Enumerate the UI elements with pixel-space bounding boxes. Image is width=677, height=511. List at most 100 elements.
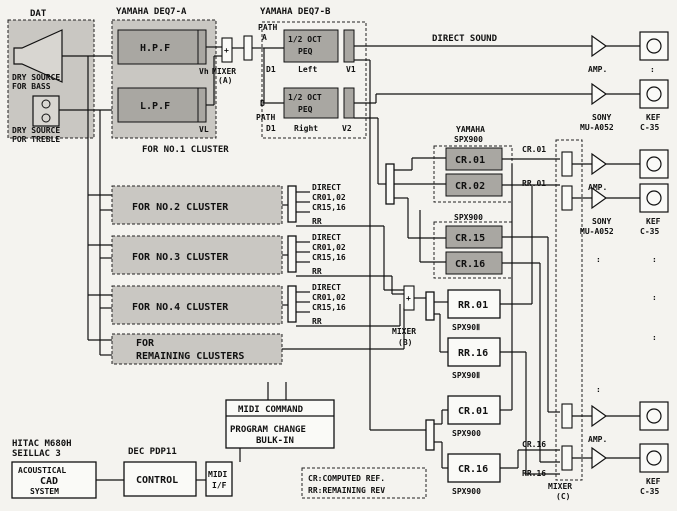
deq7-a-title: YAMAHA DEQ7-A (116, 7, 187, 17)
midi-command-box (225, 399, 335, 449)
remaining-label-1: FOR (136, 338, 155, 349)
peq-right-line1: 1/2 OCT (288, 93, 322, 102)
for-no1-cluster-label: FOR NO.1 CLUSTER (142, 145, 229, 155)
source-bus-lines (59, 55, 112, 356)
midi-if-label-1: MIDI (208, 470, 227, 479)
remaining-label-2: REMAINING CLUSTERS (136, 351, 244, 362)
sony-label-1: SONY (592, 113, 611, 122)
cad-label-3: SYSTEM (30, 487, 59, 496)
cr02-label: CR.02 (455, 181, 485, 192)
peq-right-line2: PEQ (298, 105, 313, 114)
kef-model-1: C-35 (640, 123, 659, 132)
mixer-c-block-1 (561, 151, 573, 177)
deq7-b-group: YAMAHA DEQ7-B PATH A 1/2 OCT PEQ D1 Left… (256, 7, 367, 139)
spx90ii-label-1: SPX90Ⅱ (452, 323, 480, 332)
mixer-c-block-3 (561, 403, 573, 429)
ch-rr01: RR.01 (522, 179, 546, 188)
cluster-output-taps: DIRECT CR01,02 CR15,16 RR DIRECT CR01,02… (282, 183, 404, 350)
spx90ii-group: RR.01 SPX90Ⅱ RR.16 SPX90Ⅱ (447, 186, 560, 475)
cr16-lower-box (447, 453, 501, 483)
spx900-top-group: YAMAHA SPX900 CR.01 CR.02 SPX900 CR.15 C… (433, 125, 513, 279)
mixer-a-block (221, 37, 233, 63)
remaining-clusters-box (111, 333, 283, 365)
mixer-c-block-4 (561, 445, 573, 471)
mixer-b-group: + MIXER (B) (383, 226, 448, 353)
acoustical-cad-box (11, 461, 97, 499)
amp-label-2: AMP. (588, 183, 607, 192)
amp-icon-2 (591, 82, 608, 106)
cr-routing-lines (377, 157, 446, 263)
speaker-icon-3 (639, 149, 669, 179)
dry-source-treble-line2: FOR TREBLE (12, 135, 60, 144)
dec-label: DEC PDP11 (128, 447, 177, 457)
cr16-top-label: CR.16 (455, 259, 485, 270)
rr16-label: RR.16 (458, 348, 488, 359)
dots-3: : (652, 255, 657, 264)
horn-speaker-icon (13, 29, 63, 83)
path-a-label-1: PATH (258, 23, 277, 32)
kef-label-3: KEF (646, 477, 661, 486)
c3-rr: RR (312, 267, 322, 276)
bulk-in-label: BULK-IN (256, 436, 294, 446)
spx90ii-label-2: SPX90Ⅱ (452, 371, 480, 380)
cad-label-2: CAD (40, 476, 58, 487)
legend-box (301, 467, 427, 499)
c4-direct: DIRECT (312, 283, 341, 292)
peq-left-line2: PEQ (298, 47, 313, 56)
dots-2: : (596, 255, 601, 264)
right-label: Right (294, 123, 318, 133)
c4-cr1516: CR15,16 (312, 303, 346, 312)
c3-cr0102: CR01,02 (312, 243, 346, 252)
kef-label-2: KEF (646, 217, 661, 226)
path-b-label-2: PATH (256, 113, 275, 122)
cr15-label: CR.15 (455, 233, 485, 244)
spx900-lower-label-2: SPX900 (452, 487, 481, 496)
speaker-icon-6 (639, 443, 669, 473)
c2-direct: DIRECT (312, 183, 341, 192)
kef-model-3: C-35 (640, 487, 659, 496)
mixer-c-group: MIXER (C) (548, 139, 592, 501)
dry-source-bass-line1: DRY SOURCE (12, 73, 60, 82)
amp-icon-6 (591, 446, 608, 470)
spx900-lower-group: CR.01 SPX900 CR.16 SPX900 (369, 164, 560, 496)
cr01-label: CR.01 (455, 155, 485, 166)
c4-rr: RR (312, 317, 322, 326)
direct-sound-label: DIRECT SOUND (432, 34, 498, 44)
yamaha-label: YAMAHA (456, 125, 485, 134)
vl-label: VL (199, 125, 209, 134)
midi-if-label-2: I/F (212, 481, 227, 490)
d1-left-label: D1 (266, 65, 276, 74)
cluster-boxes: FOR NO.2 CLUSTER FOR NO.3 CLUSTER FOR NO… (111, 185, 283, 365)
cluster-4-label: FOR NO.4 CLUSTER (132, 302, 229, 313)
mixer-a-group: + MIXER (A) (206, 35, 264, 106)
sony-model-1: MU-A052 (580, 123, 614, 132)
deq7-a-group: YAMAHA DEQ7-A H.P.F Vh L.P.F VL FOR NO.1… (111, 7, 229, 155)
dots-5: : (652, 333, 657, 342)
mixer-a-label-2: (A) (218, 76, 232, 85)
dots-1: : (650, 65, 655, 74)
amp-label-3: AMP. (588, 435, 607, 444)
speaker-icon-4 (639, 183, 669, 213)
path-b-label-1: B (260, 99, 265, 108)
seillac-label: SEILLAC 3 (12, 449, 61, 459)
amp-icon-3 (591, 152, 608, 176)
legend-rr: RR:REMAINING REV (308, 486, 385, 495)
lpf-label: L.P.F (140, 101, 170, 112)
cad-label-1: ACOUSTICAL (18, 466, 66, 475)
c3-direct: DIRECT (312, 233, 341, 242)
peq-left-line1: 1/2 OCT (288, 35, 322, 44)
amp-icon-5 (591, 404, 608, 428)
dry-source-treble-line1: DRY SOURCE (12, 126, 60, 135)
ch-cr01: CR.01 (522, 145, 546, 154)
dry-source-bass-line2: FOR BASS (12, 82, 51, 91)
rr16-box (447, 337, 501, 367)
spx-top-to-mixer-lines: CR.01 RR.01 CR.16 RR.16 (502, 145, 560, 478)
speaker-icon-5 (639, 401, 669, 431)
mixer-b-label-2: (B) (398, 338, 412, 347)
tweeter-speaker-icon (32, 95, 60, 127)
hitac-label: HITAC M680H (12, 439, 72, 449)
midi-command-label: MIDI COMMAND (238, 405, 304, 415)
hpf-label: H.P.F (140, 43, 170, 54)
dat-source-group: DAT DRY SOURCE FOR BASS DRY SOURCE FOR T… (7, 9, 95, 144)
